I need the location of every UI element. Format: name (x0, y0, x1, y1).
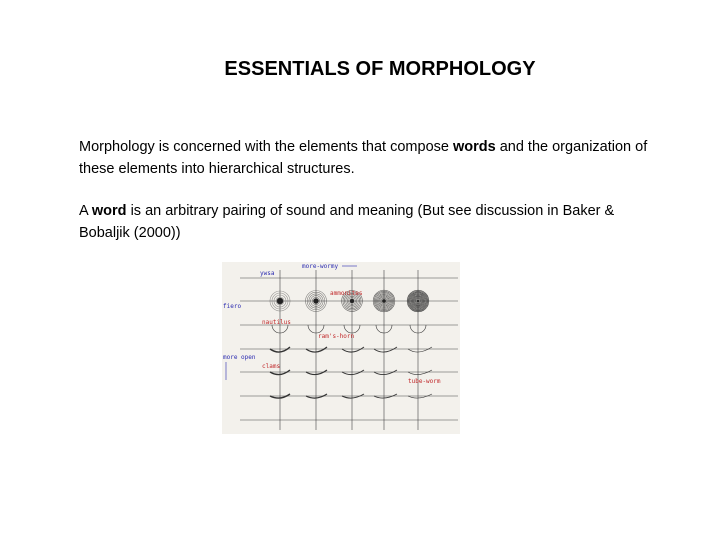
shell-coil (344, 293, 360, 309)
label-more-open: more open (223, 354, 256, 361)
shell-center (382, 299, 386, 303)
clam-shape (373, 346, 398, 353)
shells (269, 289, 433, 399)
shell-coil (410, 293, 426, 309)
shell-coil (414, 297, 422, 305)
text: A (79, 203, 92, 219)
shell-coil (413, 296, 423, 306)
shell-coil (407, 290, 429, 312)
shell-coil (341, 290, 363, 312)
text: Morphology is concerned with the element… (79, 139, 453, 155)
shell-coil (379, 296, 389, 306)
clam-shape (305, 369, 328, 376)
shell-coil (411, 294, 425, 308)
clam-shape (269, 346, 291, 353)
shell-coil (345, 294, 359, 308)
shell-center (276, 297, 284, 305)
shell-coil (312, 296, 321, 305)
shell-half-coil (409, 324, 427, 334)
clam-shape (269, 393, 291, 399)
shell-coil (378, 295, 390, 307)
label-clams: clams (262, 363, 280, 370)
shell-coil (375, 292, 393, 310)
shell-half-coil (307, 324, 325, 334)
shell-coil (377, 294, 391, 308)
shell-coil (406, 289, 430, 313)
text: and the organization of these elements i… (79, 139, 648, 177)
shell-coil (342, 291, 362, 311)
bold-text: word (91, 203, 127, 219)
label-fiero: fiero (223, 303, 241, 310)
shell-coil (308, 293, 324, 309)
shell-half-coil (271, 324, 289, 334)
shell-morphospace-figure: more-wormy ywsa fiero more open ammonite… (222, 262, 460, 434)
shell-half-coil (343, 324, 361, 334)
clam-shape (407, 346, 433, 353)
shell-coil (273, 294, 287, 308)
shell-coil (415, 298, 421, 304)
shell-coil (269, 290, 291, 312)
shell-coil (271, 292, 289, 310)
shell-coil (376, 293, 392, 309)
shell-coil (409, 292, 427, 310)
shell-coil (372, 289, 396, 313)
label-more-wormy: more-wormy (302, 263, 339, 270)
clam-shape (407, 393, 433, 399)
clam-shape (407, 369, 433, 375)
shell-coil (305, 290, 327, 312)
text: is an arbitrary pairing of sound and mea… (79, 203, 615, 241)
shell-center (349, 298, 355, 304)
label-ywsa: ywsa (260, 270, 275, 277)
shell-coil (346, 295, 358, 307)
clam-shape (341, 369, 365, 376)
clam-shape (305, 393, 328, 399)
slide-title: ESSENTIALS OF MORPHOLOGY (224, 58, 536, 80)
shell-coil (310, 295, 322, 307)
clam-shape (341, 393, 365, 399)
shell-coil (374, 290, 395, 311)
clam-shape (341, 346, 365, 353)
shell-coil (306, 291, 326, 311)
shell-coil (275, 296, 285, 306)
shell-center (313, 298, 319, 304)
shell-coil (414, 297, 422, 305)
label-tube-worm: tube-worm (408, 378, 441, 385)
shell-coil (380, 297, 388, 305)
shell-center (416, 299, 420, 303)
bold-text: words (452, 139, 496, 155)
label-nautilus: nautilus (262, 319, 291, 326)
clam-shape (269, 369, 291, 376)
paragraph-word: A word is an arbitrary pairing of sound … (79, 200, 659, 244)
shell-coil (408, 291, 428, 311)
clam-shape (373, 369, 398, 375)
label-rams-horn: ram's-horn (318, 333, 355, 340)
paragraph-morphology: Morphology is concerned with the element… (79, 136, 659, 180)
figure-svg: more-wormy ywsa fiero more open ammonite… (223, 263, 458, 430)
shell-coil (412, 295, 424, 307)
shell-coil (410, 293, 426, 309)
shell-half-coil (375, 324, 393, 334)
clam-shape (373, 393, 398, 399)
label-ammonites: ammonites (330, 290, 363, 297)
shell-coil (381, 298, 387, 304)
clam-shape (305, 346, 328, 353)
shell-coil (348, 297, 356, 305)
